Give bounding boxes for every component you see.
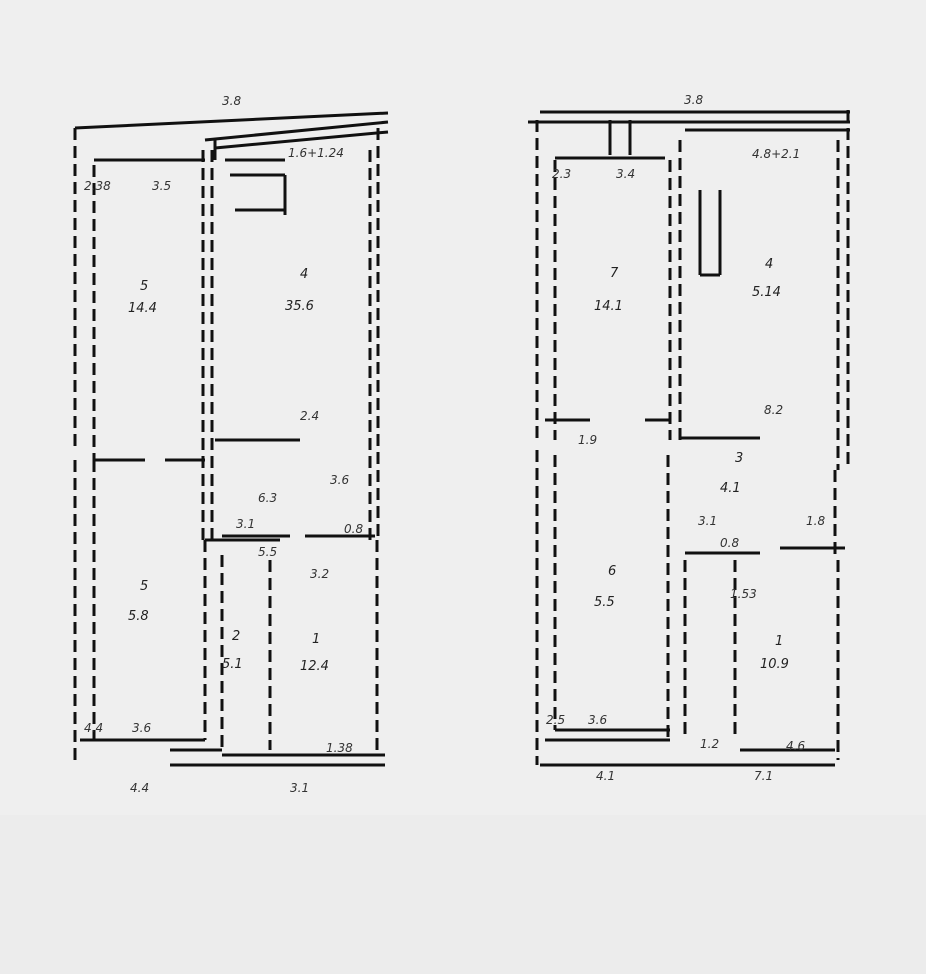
dimension-note: 2.5 <box>546 713 565 727</box>
dimension-note: 4.6 <box>786 739 805 753</box>
left-bottom-dim-1: 4.4 <box>130 781 149 795</box>
room-number: 4 <box>300 267 308 282</box>
left-overall-width: 3.8 <box>222 94 241 108</box>
room-area: 10.9 <box>760 657 789 672</box>
room-area: 5.5 <box>594 595 615 610</box>
right-bottom-dim-2: 7.1 <box>754 769 773 783</box>
dimension-note: 1.9 <box>578 433 597 447</box>
dimension-note: 3.5 <box>152 179 171 193</box>
dimension-note: 0.8 <box>720 536 739 550</box>
dimension-note: 1.6+1.24 <box>288 146 344 160</box>
room-area: 5.1 <box>222 657 243 672</box>
dimension-note: 1.2 <box>700 737 719 751</box>
dimension-note: 1.38 <box>326 741 353 755</box>
dimension-note: 3.1 <box>698 514 717 528</box>
left-bottom-dim-2: 3.1 <box>290 781 309 795</box>
right-overall-width: 3.8 <box>684 93 703 107</box>
room-number: 5 <box>140 579 148 594</box>
dimension-note: 5.5 <box>258 545 277 559</box>
room-area: 4.1 <box>720 481 741 496</box>
dimension-note: 3.6 <box>132 721 151 735</box>
room-area: 14.4 <box>128 301 157 316</box>
room-area: 5.14 <box>752 285 781 300</box>
room-area: 14.1 <box>594 299 623 314</box>
dimension-note: 3.6 <box>330 473 349 487</box>
dimension-note: 4.8+2.1 <box>752 147 800 161</box>
dimension-note: 3.6 <box>588 713 607 727</box>
room-number: 3 <box>735 451 743 466</box>
wall-line <box>214 130 389 150</box>
room-area: 12.4 <box>300 659 329 674</box>
dimension-note: 4.4 <box>84 721 103 735</box>
dimension-note: 3.1 <box>236 517 255 531</box>
dimension-note: 2.4 <box>300 409 319 423</box>
room-area: 5.8 <box>128 609 149 624</box>
room-number: 5 <box>140 279 148 294</box>
room-number: 7 <box>610 266 619 281</box>
dimension-note: 8.2 <box>764 403 783 417</box>
room-number: 2 <box>232 629 240 644</box>
dimension-note: 6.3 <box>258 491 277 505</box>
right-bottom-dim-1: 4.1 <box>596 769 615 783</box>
dimension-note: 1.53 <box>730 587 757 601</box>
dimension-note: 2.3 <box>552 167 571 181</box>
dimension-note: 3.4 <box>616 167 635 181</box>
wall-line <box>74 111 389 130</box>
wall-line <box>204 120 389 142</box>
room-number: 6 <box>608 564 616 579</box>
dimension-note: 3.2 <box>310 567 329 581</box>
room-number: 1 <box>312 632 320 647</box>
scan-bottom-band <box>0 815 926 974</box>
dimension-note: 2.38 <box>84 179 111 193</box>
room-number: 1 <box>775 634 783 649</box>
room-number: 4 <box>765 257 773 272</box>
room-area: 35.6 <box>285 299 314 314</box>
walls <box>73 110 850 767</box>
dimension-note: 1.8 <box>806 514 825 528</box>
dimension-note: 0.8 <box>344 522 363 536</box>
